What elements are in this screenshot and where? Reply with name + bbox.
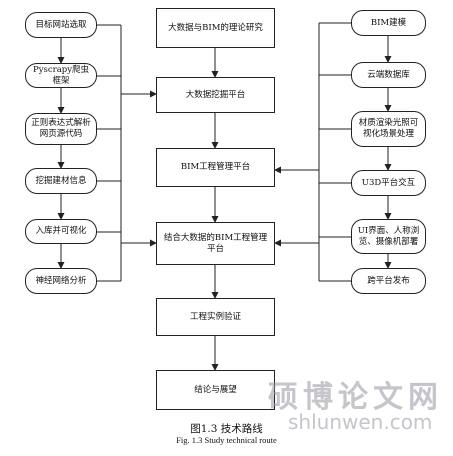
node-bim-management-platform: BIM工程管理平台: [156, 148, 275, 187]
watermark-text: 硕博论文网: [268, 380, 443, 415]
node-left-target-site: 目标网站选取: [25, 12, 97, 38]
node-integrated-platform: 结合大数据的BIM工程管理平台: [156, 222, 275, 265]
node-case-verification: 工程实例验证: [156, 298, 275, 336]
node-right-ui-camera: UI界面、人称浏览、摄像机部署: [351, 219, 426, 254]
node-left-neural-network: 神经网络分析: [25, 268, 97, 294]
right-bus: [318, 22, 351, 282]
node-right-cross-platform: 跨平台发布: [351, 268, 426, 294]
node-left-store-visualize: 入库并可视化: [25, 219, 97, 244]
node-right-u3d: U3D平台交互: [351, 170, 426, 196]
node-left-regex: 正则表达式解析网页源代码: [25, 113, 97, 145]
node-left-scraper: Pyscrapy爬虫框架: [25, 63, 97, 88]
node-left-mine-materials: 挖掘建材信息: [25, 168, 97, 194]
node-conclusion: 结论与展望: [156, 370, 275, 410]
node-theory-research: 大数据与BIM的理论研究: [156, 8, 275, 48]
figure-caption-en: Fig. 1.3 Study technical route: [176, 435, 277, 445]
node-right-cloud-db: 云端数据库: [351, 62, 426, 88]
node-right-bim-modeling: BIM建模: [351, 10, 426, 36]
watermark-url: shlunwen.com: [288, 410, 433, 434]
figure-caption-cn: 图1.3 技术路线: [190, 423, 263, 435]
node-data-mining-platform: 大数据挖掘平台: [156, 77, 275, 113]
left-bus: [97, 24, 122, 282]
node-right-rendering: 材质渲染光照可视化场景处理: [351, 111, 426, 147]
